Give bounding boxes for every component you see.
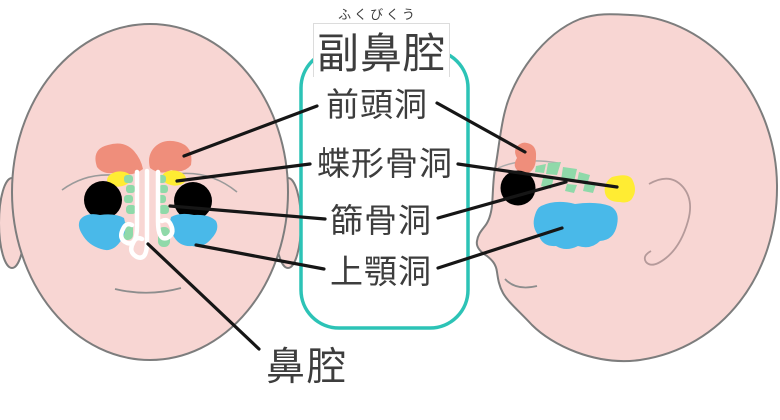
label-sphenoid-sinus: 蝶形骨洞 [317,145,453,182]
frontal-sinus-left-shape [95,143,143,175]
maxillary-sinus-right-shape [170,213,218,247]
maxillary-sinus-side-shape [533,201,618,249]
leader-nasal-cavity [146,242,261,351]
side-mouth [504,278,538,289]
leader-frontal-right [435,101,527,154]
front-view-head [0,23,302,361]
front-head-outline [11,23,289,361]
front-left-eye [84,181,122,219]
label-nasal-cavity: 鼻腔 [266,346,349,389]
maxillary-sinus-left-shape [78,214,126,251]
sphenoid-sinus-left-shape [107,171,131,187]
leader-lines [146,101,619,351]
leader-maxillary-right [436,226,564,270]
side-ear [643,177,692,266]
leader-ethmoid-right [436,180,568,220]
leader-sphenoid-left [175,162,312,183]
front-mouth [114,287,182,294]
label-frontal-sinus: 前頭洞 [326,86,428,123]
label-ethmoid-sinus: 篩骨洞 [330,202,432,239]
frontal-sinus-right-shape [149,140,192,173]
leader-sphenoid-right [456,162,619,189]
nasal-cavity-outline [118,168,175,260]
leader-ethmoid-left [168,204,327,221]
front-right-eye [174,182,212,220]
leader-frontal-left [182,104,319,158]
title-furigana: ふくびくう [338,7,418,22]
side-view-head [475,13,779,362]
diagram-title: 副鼻腔 [313,23,450,77]
label-maxillary-sinus: 上顎洞 [330,253,432,290]
leader-maxillary-left [194,243,326,271]
sphenoid-sinus-side-shape [604,175,635,203]
